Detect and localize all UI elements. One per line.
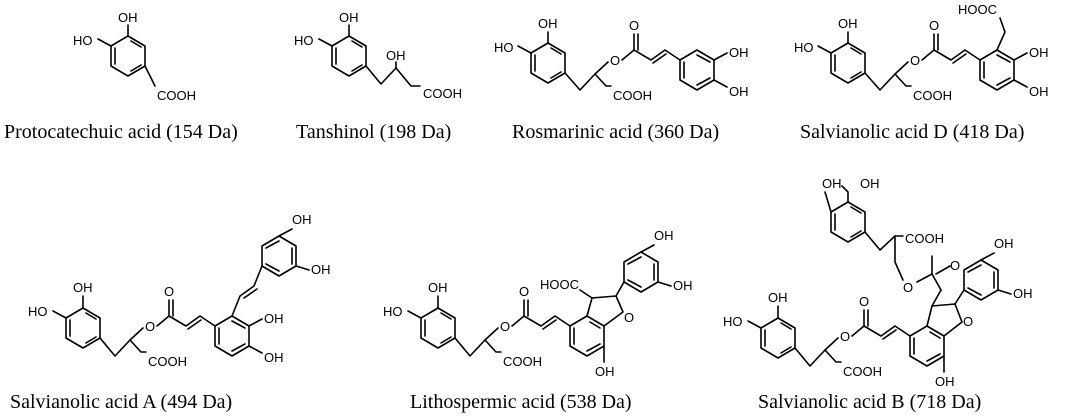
oh-label: OH xyxy=(73,280,93,295)
oh-label: OH xyxy=(538,16,558,31)
ring-o-label: O xyxy=(963,314,973,329)
ester-o-label: O xyxy=(903,280,913,295)
oh-label: OH xyxy=(311,262,331,277)
caption-salvianolic-acid-d: Salvianolic acid D (418 Da) xyxy=(800,121,1024,143)
ester-o-label: O xyxy=(910,53,920,68)
salvianolic-acid-d-structure: OH HO O O COOH HOOC OH OH xyxy=(794,2,1049,103)
ho-label: HO xyxy=(494,40,514,55)
cooh-label: COOH xyxy=(157,88,196,103)
salvianolic-acid-b-structure: OH OH COOH O O OH HO O O COOH O OH OH OH xyxy=(723,176,1033,389)
oh-label: OH xyxy=(768,290,788,305)
oh-label: OH xyxy=(339,10,359,25)
carbonyl-o-label: O xyxy=(859,294,869,309)
oh-label: OH xyxy=(1029,84,1049,99)
lithospermic-acid-structure: OH HO O O COOH HOOC O OH OH OH xyxy=(383,228,693,379)
carbonyl-o-label: O xyxy=(519,284,529,299)
carbonyl-o-label: O xyxy=(164,284,174,299)
tanshinol-structure: OH HO OH COOH xyxy=(294,10,462,101)
carbonyl-o-label: O xyxy=(629,18,639,33)
cooh-label: COOH xyxy=(148,354,187,369)
caption-tanshinol: Tanshinol (198 Da) xyxy=(296,121,451,143)
oh-label: OH xyxy=(729,84,749,99)
oh-label: OH xyxy=(264,311,284,326)
cooh-label: COOH xyxy=(905,231,944,246)
carbonyl-o-label: O xyxy=(929,18,939,33)
cooh-label: COOH xyxy=(613,88,652,103)
cooh-label: COOH xyxy=(503,354,542,369)
hooc-label: HOOC xyxy=(958,2,997,17)
cooh-label: COOH xyxy=(843,364,882,379)
cooh-label: COOH xyxy=(913,88,952,103)
oh-label: OH xyxy=(595,364,615,379)
caption-protocatechuic-acid: Protocatechuic acid (154 Da) xyxy=(4,121,238,143)
ester-o-label: O xyxy=(610,53,620,68)
oh-label: OH xyxy=(838,16,858,31)
ester-o-label: O xyxy=(500,319,510,334)
ester-o-label: O xyxy=(840,329,850,344)
rosmarinic-acid-structure: OH HO O O COOH OH OH xyxy=(494,16,749,103)
oh-label: OH xyxy=(264,350,284,365)
ho-label: HO xyxy=(28,304,48,319)
ester-o-label: O xyxy=(145,319,155,334)
ho-label: HO xyxy=(723,314,743,329)
oh-label: OH xyxy=(654,228,674,243)
oh-label: OH xyxy=(428,280,448,295)
oh-label: OH xyxy=(386,48,406,63)
carbonyl-o-label: O xyxy=(950,258,960,273)
ho-label: HO xyxy=(294,33,314,48)
oh-label: OH xyxy=(994,236,1014,251)
oh-label: OH xyxy=(1029,45,1049,60)
ho-label: HO xyxy=(383,304,403,319)
ring-o-label: O xyxy=(624,310,634,325)
salvianolic-acid-a-structure: OH HO O O COOH OH OH OH OH xyxy=(28,212,331,369)
oh-label: OH xyxy=(673,278,693,293)
caption-salvianolic-acid-b: Salvianolic acid B (718 Da) xyxy=(758,391,981,413)
oh-label: OH xyxy=(860,176,880,191)
protocatechuic-acid-structure: OH HO COOH xyxy=(73,10,196,103)
cooh-label: COOH xyxy=(423,86,462,101)
oh-label: OH xyxy=(729,45,749,60)
oh-label: OH xyxy=(118,10,138,25)
oh-label: OH xyxy=(935,374,955,389)
ho-label: HO xyxy=(73,33,93,48)
oh-label: OH xyxy=(822,176,842,191)
caption-lithospermic-acid: Lithospermic acid (538 Da) xyxy=(410,391,632,413)
ho-label: HO xyxy=(794,40,814,55)
oh-label: OH xyxy=(1013,286,1033,301)
oh-label: OH xyxy=(292,212,312,227)
caption-salvianolic-acid-a: Salvianolic acid A (494 Da) xyxy=(10,391,232,413)
caption-rosmarinic-acid: Rosmarinic acid (360 Da) xyxy=(512,121,719,143)
hooc-label: HOOC xyxy=(540,277,579,292)
